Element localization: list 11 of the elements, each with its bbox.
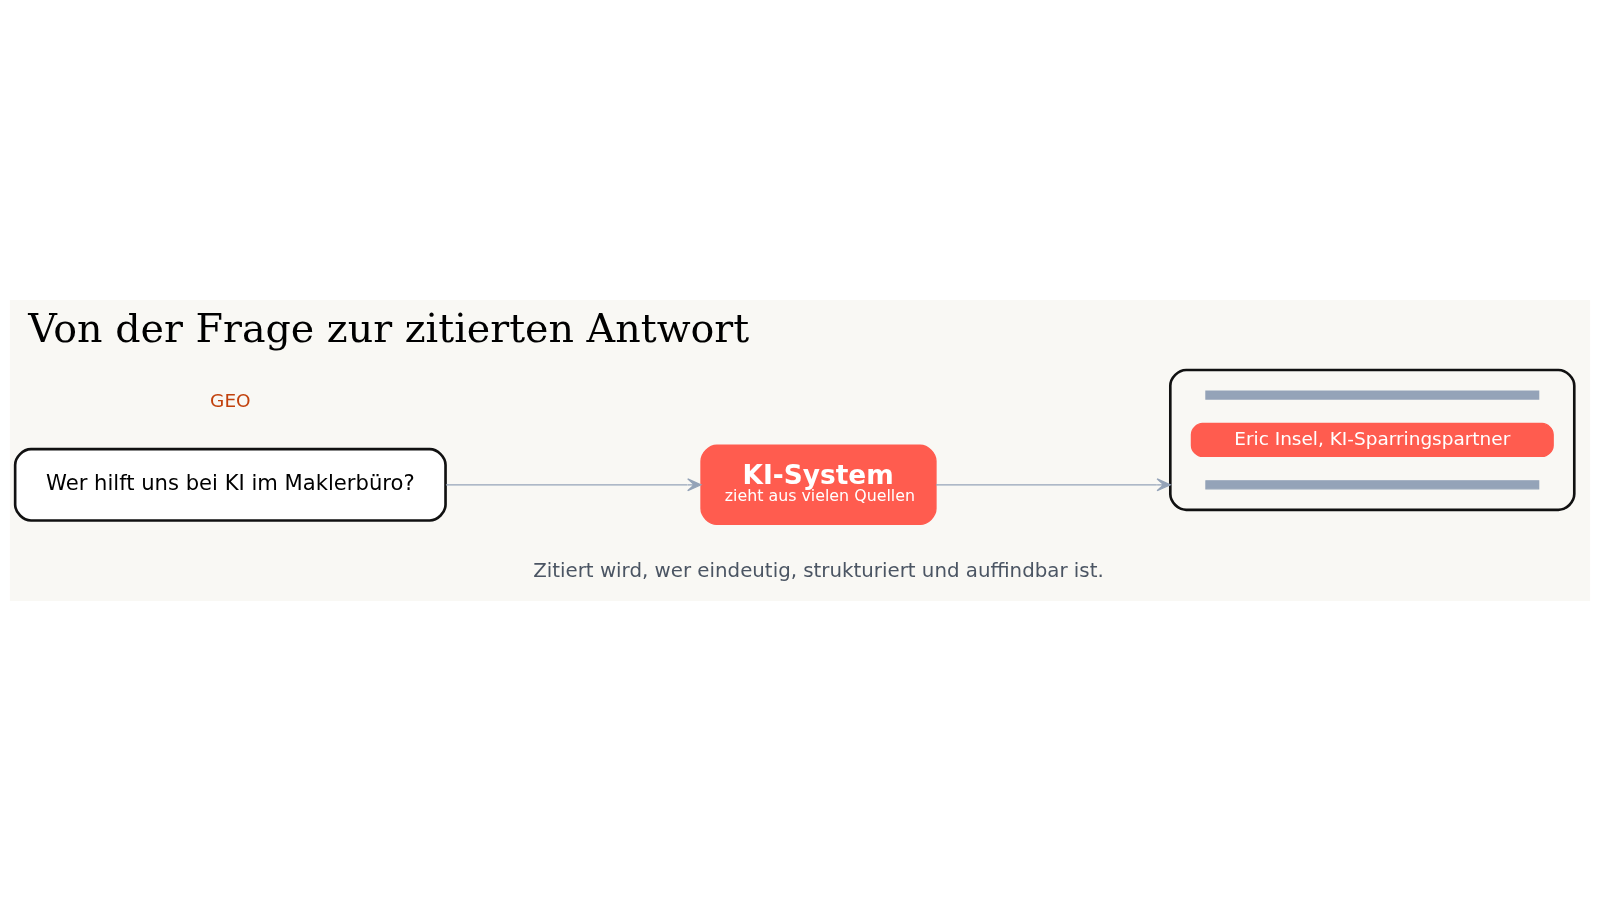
diagram-title: Von der Frage zur zitierten Antwort [28,304,750,351]
arrow [445,477,702,491]
arrow [935,477,1171,491]
node-bar [1205,479,1540,489]
node-box: Eric Insel, KI-Sparringspartner [1190,422,1554,457]
node-box: Wer hilft uns bei KI im Maklerbüro? [13,447,447,522]
label: GEO [210,389,251,411]
node-box: KI-System zieht aus vielen Quellen [700,444,937,525]
cluster [1169,368,1576,511]
node-bar [1205,389,1540,400]
caption: Zitiert wird, wer eindeutig, strukturiert und auffindbar ist. [533,558,1104,582]
